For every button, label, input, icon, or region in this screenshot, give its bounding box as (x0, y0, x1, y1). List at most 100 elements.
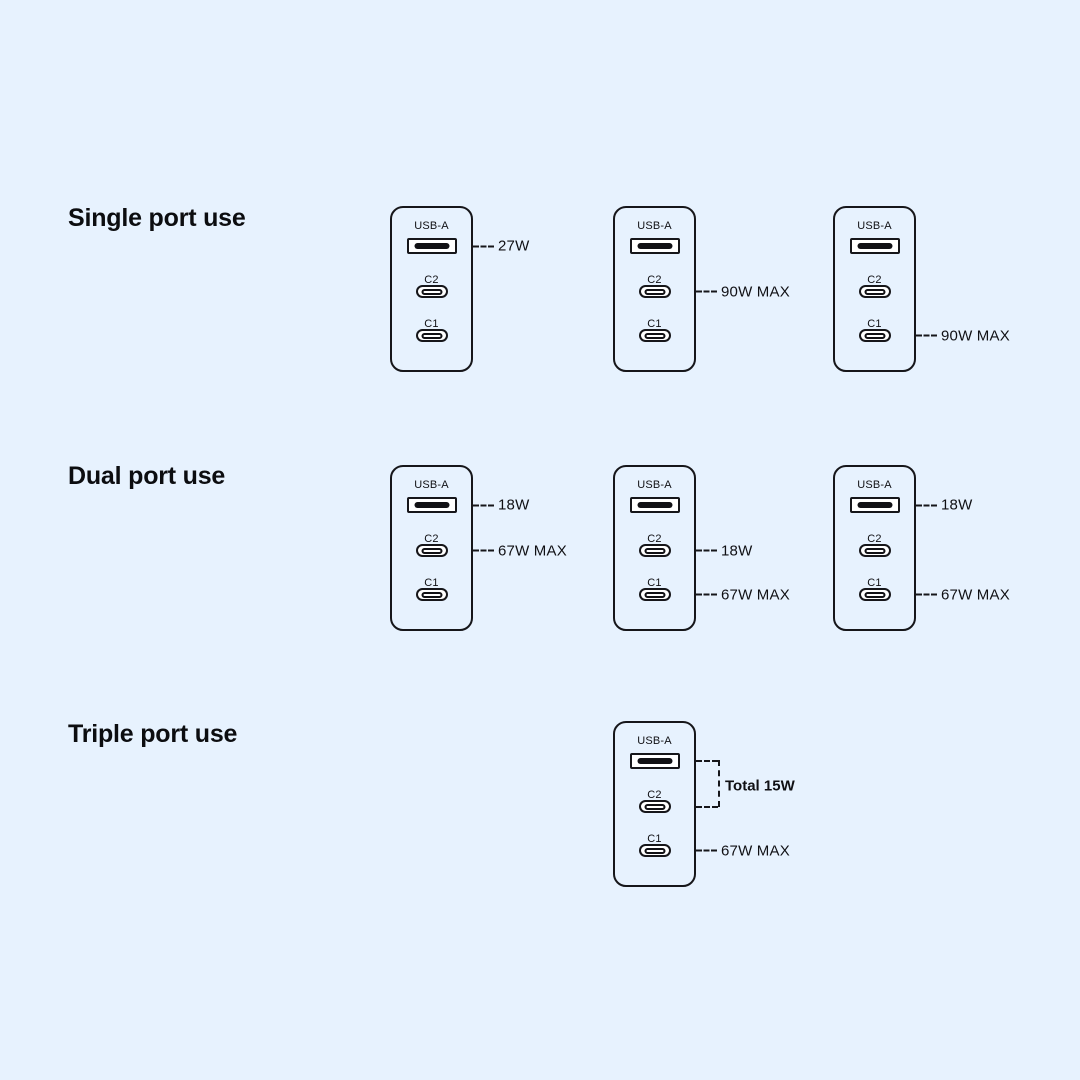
bracket-total-label: Total 15W (725, 777, 795, 795)
callout-label: 18W (498, 496, 530, 514)
c2-pin-bar-icon (644, 547, 665, 554)
bracket-dashed-line-top (696, 760, 718, 762)
c2-pin-bar-icon (421, 288, 442, 295)
c2-port-label: C2 (867, 533, 882, 545)
charger-dual-3: USB-A C2 C1 18W 67W MAX (833, 465, 1010, 631)
dashed-line (696, 593, 717, 596)
c2-port-icon (638, 800, 671, 813)
callout-label: 67W MAX (941, 586, 1010, 603)
usba-pin-bar-icon (414, 502, 449, 508)
callout-c2-wattage: 18W (696, 542, 752, 559)
usba-pin-bar-icon (637, 758, 672, 764)
usba-port-icon (849, 497, 900, 513)
callout-c1-wattage: 67W MAX (916, 586, 1010, 603)
callout-c1-wattage: 90W MAX (916, 327, 1010, 344)
c2-pin-bar-icon (421, 547, 442, 554)
c2-port-label: C2 (647, 274, 662, 286)
c1-pin-bar-icon (864, 591, 885, 598)
usba-port-icon (406, 497, 457, 513)
callout-label: 67W MAX (498, 542, 567, 559)
charger-single-3: USB-A C2 C1 90W MAX (833, 206, 1010, 372)
callout-label: 18W (721, 542, 753, 559)
usba-pin-bar-icon (857, 502, 892, 508)
c1-port-icon (638, 588, 671, 601)
callout-label: 67W MAX (721, 842, 790, 859)
c2-port-label: C2 (647, 789, 662, 801)
usba-port-label: USB-A (414, 220, 449, 232)
c1-port-label: C1 (647, 318, 662, 330)
c1-port-icon (638, 844, 671, 857)
c2-pin-bar-icon (644, 803, 665, 810)
c2-port-icon (858, 544, 891, 557)
c1-pin-bar-icon (644, 332, 665, 339)
c2-port-label: C2 (867, 274, 882, 286)
c1-port-icon (858, 588, 891, 601)
usba-port-icon (849, 238, 900, 254)
section-title-triple: Triple port use (68, 720, 238, 748)
c1-pin-bar-icon (421, 332, 442, 339)
usba-port-label: USB-A (414, 479, 449, 491)
dashed-line (473, 504, 494, 506)
usba-port-icon (406, 238, 457, 254)
callout-usba-wattage: 18W (473, 497, 529, 514)
usba-port-icon (629, 238, 680, 254)
bracket-dashed-line-bottom (696, 805, 718, 808)
c2-port-icon (415, 544, 448, 557)
c1-port-icon (638, 329, 671, 342)
c2-port-icon (415, 285, 448, 298)
dashed-line (696, 549, 717, 552)
c1-port-label: C1 (647, 577, 662, 589)
c1-pin-bar-icon (421, 591, 442, 598)
callout-label: 27W (498, 237, 530, 255)
charger-single-1: USB-A C2 C1 27W (390, 206, 529, 372)
callout-c1-wattage: 67W MAX (696, 586, 790, 603)
dashed-line (916, 504, 937, 506)
c2-port-icon (858, 285, 891, 298)
usba-port-label: USB-A (857, 479, 892, 491)
callout-label: 67W MAX (721, 586, 790, 603)
c1-pin-bar-icon (864, 332, 885, 339)
usba-port-icon (629, 753, 680, 769)
callout-c1-wattage: 67W MAX (696, 842, 790, 859)
callout-c2-wattage: 67W MAX (473, 542, 567, 559)
charger-triple-1: USB-A C2 C1 Total 15W 67W MAX (613, 721, 795, 887)
c2-pin-bar-icon (644, 288, 665, 295)
c2-pin-bar-icon (864, 288, 885, 295)
c2-port-label: C2 (647, 533, 662, 545)
dashed-line (696, 290, 717, 293)
c2-port-icon (638, 544, 671, 557)
usba-port-label: USB-A (637, 479, 672, 491)
c1-pin-bar-icon (644, 847, 665, 854)
charger-dual-1: USB-A C2 C1 18W 67W MAX (390, 465, 567, 631)
usba-pin-bar-icon (637, 502, 672, 508)
usba-port-label: USB-A (637, 220, 672, 232)
c2-port-icon (638, 285, 671, 298)
callout-usba-wattage: 18W (916, 497, 972, 514)
callout-label: 18W (941, 496, 973, 514)
usba-pin-bar-icon (637, 243, 672, 249)
dashed-line (916, 334, 937, 337)
dashed-line (473, 245, 494, 247)
bracket-dashed-line-vertical (718, 760, 720, 807)
charger-single-2: USB-A C2 C1 90W MAX (613, 206, 790, 372)
c1-port-label: C1 (424, 318, 439, 330)
usba-port-label: USB-A (637, 735, 672, 747)
callout-label: 90W MAX (941, 327, 1010, 344)
c1-pin-bar-icon (644, 591, 665, 598)
dashed-line (473, 549, 494, 552)
c1-port-label: C1 (647, 833, 662, 845)
c1-port-label: C1 (867, 318, 882, 330)
callout-usba-wattage: 27W (473, 238, 529, 255)
c1-port-icon (415, 588, 448, 601)
c1-port-label: C1 (867, 577, 882, 589)
usba-port-label: USB-A (857, 220, 892, 232)
charger-dual-2: USB-A C2 C1 18W 67W MAX (613, 465, 790, 631)
c1-port-icon (415, 329, 448, 342)
section-title-single: Single port use (68, 204, 246, 232)
section-title-dual: Dual port use (68, 462, 226, 490)
c2-port-label: C2 (424, 274, 439, 286)
c1-port-label: C1 (424, 577, 439, 589)
dashed-line (696, 849, 717, 852)
usba-port-icon (629, 497, 680, 513)
